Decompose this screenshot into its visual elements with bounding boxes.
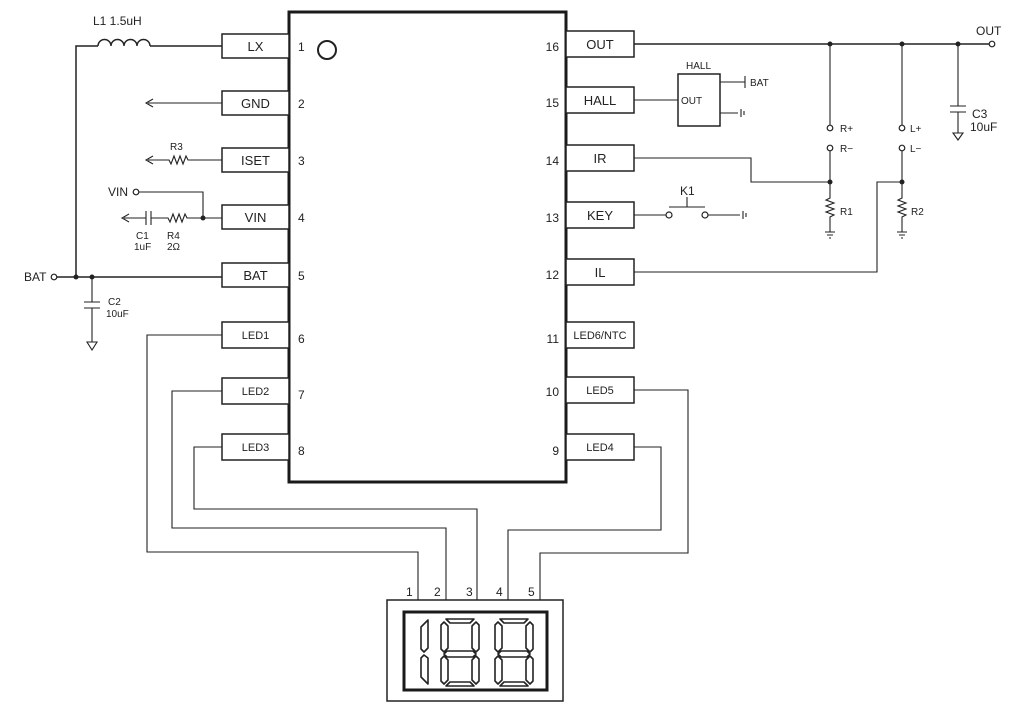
pin-number: 8 xyxy=(298,444,305,458)
hall-out-label: OUT xyxy=(681,96,702,107)
left-pin-7: LED2 7 xyxy=(221,377,305,405)
vin-node-label: VIN xyxy=(108,185,128,199)
il-path xyxy=(634,181,902,273)
hall-bat-label: BAT xyxy=(750,78,769,89)
left-pin-4: VIN 4 xyxy=(221,204,305,230)
gnd-arrow xyxy=(144,98,222,108)
pin-label: LED6/NTC xyxy=(573,330,626,342)
pin-number: 13 xyxy=(546,211,560,225)
display-digit-1 xyxy=(420,619,429,685)
right-pin-12: IL 12 xyxy=(546,258,635,286)
display-pin-1: 1 xyxy=(406,585,413,599)
pin-label: LED4 xyxy=(586,442,614,454)
out-rail: OUT C3 10uF xyxy=(634,24,1002,141)
right-pin-13: KEY 13 xyxy=(546,201,635,229)
pin-number: 4 xyxy=(298,211,305,225)
pin-number: 14 xyxy=(546,154,560,168)
pin-number: 10 xyxy=(546,385,560,399)
capacitor-c3-value: 10uF xyxy=(970,120,997,134)
pin-number: 3 xyxy=(298,154,305,168)
pin-label: LED2 xyxy=(242,386,270,398)
pin-label: LX xyxy=(248,39,264,54)
hall-sensor: HALL OUT BAT xyxy=(634,61,769,127)
resistor-r4-value: 2Ω xyxy=(167,242,181,253)
pin1-marker xyxy=(317,40,337,60)
capacitor-c2-value: 10uF xyxy=(106,309,129,320)
inductor-l1: L1 1.5uH xyxy=(75,14,222,277)
pin-number: 5 xyxy=(298,269,305,283)
left-pin-3: ISET 3 xyxy=(221,147,305,173)
right-pin-15: HALL 15 xyxy=(546,86,635,114)
pin-number: 15 xyxy=(546,96,560,110)
pin-label: LED5 xyxy=(586,385,614,397)
switch-k1: K1 xyxy=(634,184,747,219)
pin-number: 1 xyxy=(298,40,305,54)
pin-number: 6 xyxy=(298,332,305,346)
left-pin-8: LED3 8 xyxy=(221,433,305,461)
resistor-r3-label: R3 xyxy=(170,142,183,153)
right-pin-9: LED4 9 xyxy=(552,433,635,461)
out-node-label: OUT xyxy=(976,24,1002,38)
capacitor-c1-label: C1 xyxy=(136,231,149,242)
pin-label: IL xyxy=(595,265,606,280)
pin-label: KEY xyxy=(587,208,613,223)
resistor-r3: R3 xyxy=(144,142,222,166)
l-plus-label: L+ xyxy=(910,124,922,135)
pin-label: IR xyxy=(594,151,607,166)
right-pin-10: LED5 10 xyxy=(546,376,635,404)
capacitor-c2-label: C2 xyxy=(108,297,121,308)
ic-chip-body xyxy=(287,10,568,484)
display-pin-3: 3 xyxy=(466,585,473,599)
hall-title: HALL xyxy=(686,61,711,72)
pin-label: LED1 xyxy=(242,330,270,342)
pin-label: OUT xyxy=(586,37,614,52)
r-contacts: R+ R− R1 xyxy=(824,124,853,239)
r-plus-label: R+ xyxy=(840,124,853,135)
pin-label: ISET xyxy=(241,153,270,168)
right-pin-11: LED6/NTC 11 xyxy=(547,321,635,349)
l-minus-label: L− xyxy=(910,144,922,155)
pin-number: 11 xyxy=(547,332,560,346)
inductor-l1-label: L1 1.5uH xyxy=(93,14,142,28)
pin-label: HALL xyxy=(584,93,617,108)
display-pin-5: 5 xyxy=(528,585,535,599)
display-digit-3 xyxy=(494,618,534,687)
pin-number: 7 xyxy=(298,388,305,402)
led-wiring xyxy=(146,334,689,600)
l-contacts: L+ L− R2 xyxy=(896,124,924,239)
pin-label: LED3 xyxy=(242,442,270,454)
seven-segment-display: 1 2 3 4 5 xyxy=(386,585,564,702)
left-pin-2: GND 2 xyxy=(221,90,305,116)
resistor-r2-label: R2 xyxy=(911,207,924,218)
pin-number: 9 xyxy=(552,444,559,458)
vin-network: VIN C1 1uF R4 2Ω xyxy=(108,185,222,253)
capacitor-c3-label: C3 xyxy=(972,107,988,121)
resistor-r1-label: R1 xyxy=(840,207,853,218)
bat-node-label: BAT xyxy=(24,270,47,284)
r-minus-label: R− xyxy=(840,144,853,155)
pin-number: 12 xyxy=(546,268,560,282)
display-digit-2 xyxy=(440,618,480,687)
display-pin-4: 4 xyxy=(496,585,503,599)
bat-network: BAT C2 10uF xyxy=(24,270,222,352)
pin-number: 16 xyxy=(546,40,560,54)
display-pin-2: 2 xyxy=(434,585,441,599)
capacitor-c1-value: 1uF xyxy=(134,242,151,253)
ir-path xyxy=(634,157,833,185)
resistor-r4-label: R4 xyxy=(167,231,180,242)
pin-label: GND xyxy=(241,96,270,111)
right-pin-16: OUT 16 xyxy=(546,30,635,58)
switch-k1-label: K1 xyxy=(680,184,695,198)
left-pin-5: BAT 5 xyxy=(221,262,305,288)
pin-label: BAT xyxy=(243,268,267,283)
pin-label: VIN xyxy=(245,210,267,225)
left-pin-6: LED1 6 xyxy=(221,321,305,349)
pin-number: 2 xyxy=(298,97,305,111)
right-pin-14: IR 14 xyxy=(546,144,635,172)
